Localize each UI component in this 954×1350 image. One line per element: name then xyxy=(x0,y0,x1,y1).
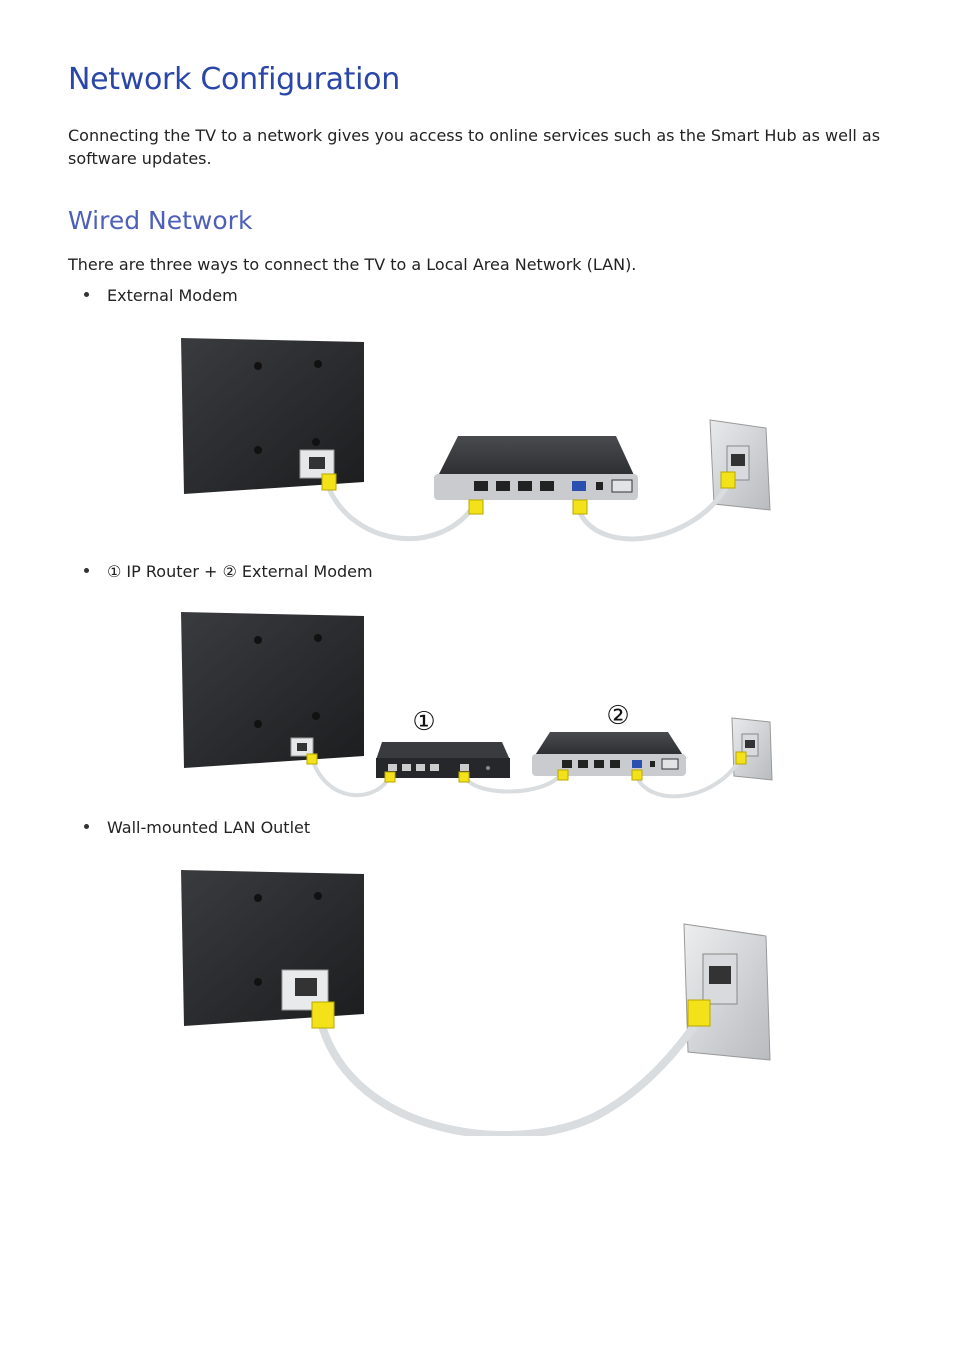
bullet-dot-icon xyxy=(84,824,89,829)
modem-icon xyxy=(434,436,638,500)
ip-router-icon xyxy=(376,742,510,778)
lan-cable-icon xyxy=(318,1013,705,1136)
lan-cable-icon xyxy=(575,482,731,542)
list-item: ① IP Router + ② External Modem xyxy=(84,562,373,581)
tv-back-icon xyxy=(181,870,364,1026)
bullet-dot-icon xyxy=(84,292,89,297)
lead-paragraph: There are three ways to connect the TV t… xyxy=(68,255,637,274)
bullet-dot-icon xyxy=(84,568,89,573)
lan-cable-icon xyxy=(634,755,744,799)
list-item: External Modem xyxy=(84,286,238,305)
lan-cable-icon xyxy=(325,485,477,542)
list-item: Wall-mounted LAN Outlet xyxy=(84,818,310,837)
marker-modem: ② xyxy=(606,701,629,731)
tv-back-icon xyxy=(181,338,364,494)
lan-cable-icon xyxy=(462,772,563,794)
intro-paragraph: Connecting the TV to a network gives you… xyxy=(68,126,881,168)
section-title: Wired Network xyxy=(68,206,253,235)
tv-back-icon xyxy=(181,612,364,768)
modem-icon xyxy=(532,732,686,776)
wall-outlet-icon xyxy=(731,717,773,781)
page-title: Network Configuration xyxy=(68,62,400,97)
illustration-external-modem xyxy=(176,334,776,556)
list-item-label: Wall-mounted LAN Outlet xyxy=(107,818,311,837)
wall-outlet-icon xyxy=(683,923,771,1061)
lan-cable-icon xyxy=(310,757,392,798)
marker-router: ① xyxy=(412,707,435,737)
illustration-router-modem: ① ② xyxy=(176,608,776,804)
illustration-wall-outlet xyxy=(176,866,776,1136)
list-item-label: External Modem xyxy=(107,286,238,305)
list-item-label: ① IP Router + ② External Modem xyxy=(107,562,373,581)
